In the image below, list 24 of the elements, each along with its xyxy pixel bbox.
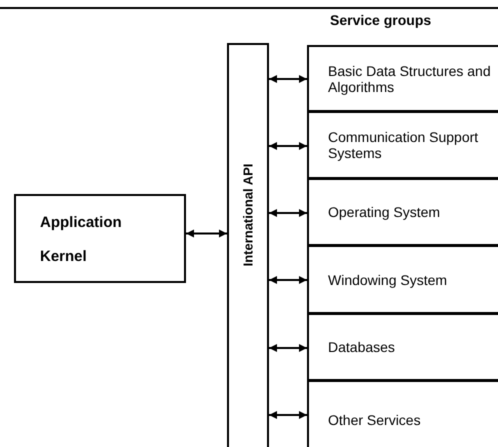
double-arrow — [269, 276, 307, 284]
box-label: Databases — [328, 339, 396, 355]
service-box — [307, 380, 498, 447]
box-label: Communication Support Systems — [328, 129, 480, 161]
service-box — [307, 178, 498, 246]
box-label: Windowing System — [328, 272, 448, 288]
double-arrow — [186, 230, 227, 238]
application-box — [14, 194, 186, 283]
bar-label: International API — [240, 164, 256, 266]
service-box — [307, 313, 498, 381]
box-label: Basic Data Structures and Algorithms — [328, 62, 492, 94]
double-arrow — [269, 411, 307, 419]
box-label: Application Kernel — [40, 213, 123, 267]
group-heading: Service groups — [330, 12, 432, 28]
service-box — [307, 45, 498, 112]
service-box — [307, 245, 498, 314]
service-box — [307, 111, 498, 179]
box-label: Other Services — [328, 412, 422, 428]
double-arrow — [269, 344, 307, 352]
double-arrow — [269, 75, 307, 83]
double-arrow — [269, 142, 307, 150]
api-bar — [227, 43, 269, 447]
double-arrow — [269, 209, 307, 217]
box-label: Operating System — [328, 204, 442, 220]
